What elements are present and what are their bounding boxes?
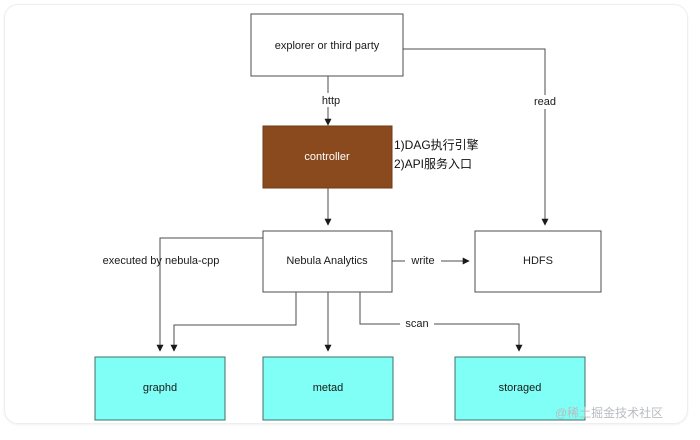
edge-analytics-to-storaged [359, 292, 523, 352]
node-hdfs-box[interactable] [474, 230, 602, 293]
node-metad-box[interactable] [262, 356, 394, 421]
edge-label-write-bg [405, 254, 441, 268]
annotation-line-1: 1)DAG执行引擎 [394, 137, 479, 152]
edge-label-http-bg [312, 93, 344, 107]
node-controller-label: controller [304, 151, 350, 163]
edge-analytics-to-graphd [170, 292, 297, 352]
edge-label-write: write [410, 255, 434, 267]
node-hdfs-label: HDFS [523, 255, 553, 267]
node-graphd-box[interactable] [94, 356, 226, 421]
edge-explorer-to-hdfs [403, 48, 549, 226]
node-nebula-analytics-box[interactable] [262, 230, 393, 293]
edge-label-scan-bg [400, 317, 434, 331]
node-controller-box[interactable] [262, 125, 393, 189]
edge-analytics-to-graphd-cpp [156, 237, 263, 352]
edge-label-http: http [322, 95, 340, 107]
node-explorer-box[interactable] [250, 13, 404, 77]
edge-label-read: read [534, 96, 556, 108]
node-explorer-label: explorer or third party [275, 40, 380, 52]
node-metad-label: metad [313, 382, 344, 394]
node-storaged-box[interactable] [454, 356, 586, 421]
node-graphd-label: graphd [143, 382, 177, 394]
node-nebula-analytics-label: Nebula Analytics [286, 255, 368, 267]
node-storaged-label: storaged [499, 382, 542, 394]
edge-label-scan: scan [405, 318, 428, 330]
edge-label-read-bg [527, 95, 563, 109]
edge-label-executed-by-nebula-cpp: executed by nebula-cpp [103, 255, 220, 267]
watermark-text: @稀土掘金技术社区 [555, 405, 663, 420]
annotation-line-2: 2)API服务入口 [394, 156, 472, 171]
